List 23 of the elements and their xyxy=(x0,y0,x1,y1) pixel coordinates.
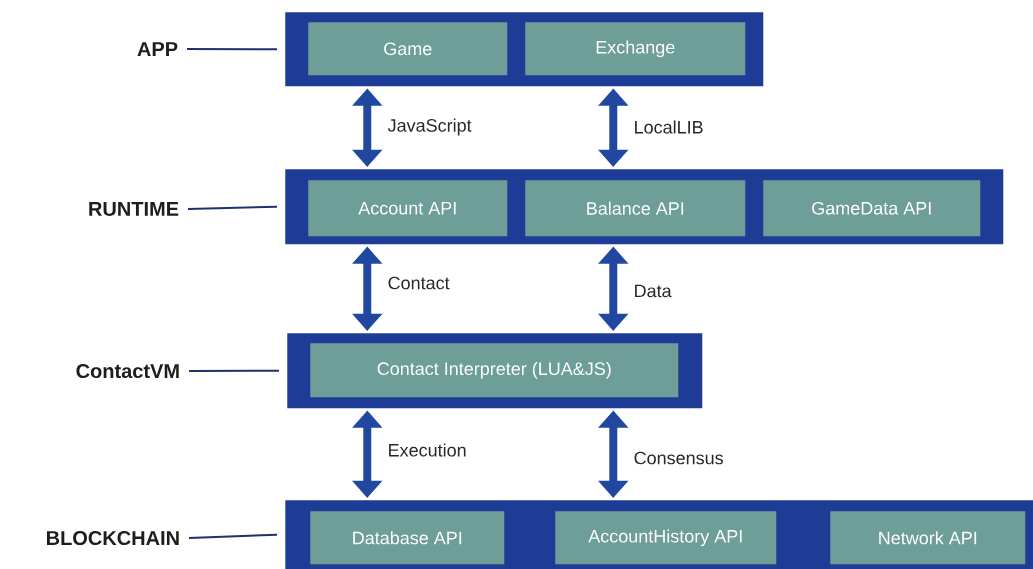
edge-label: Data xyxy=(632,283,673,299)
api-box: Game xyxy=(308,22,508,76)
api-box: AccountHistory API xyxy=(555,511,777,565)
api-box: GameData API xyxy=(763,180,981,237)
edge-label: Execution xyxy=(386,442,468,458)
leader-line xyxy=(188,533,278,539)
edge-label: LocalLIB xyxy=(632,119,705,135)
api-box: Contact Interpreter (LUA&JS) xyxy=(310,343,679,398)
leader-line xyxy=(186,48,278,51)
leader-line xyxy=(188,369,280,372)
api-box: Account API xyxy=(308,180,508,237)
edge-label: Consensus xyxy=(632,450,725,466)
layer-label: RUNTIME xyxy=(89,202,179,216)
api-box: Balance API xyxy=(525,180,746,237)
edge-label: JavaScript xyxy=(386,117,473,137)
layer-label: ContactVM xyxy=(76,363,179,379)
layer-label: BLOCKCHAIN xyxy=(46,530,179,546)
api-box: Database API xyxy=(310,511,505,565)
layer-label: APP xyxy=(137,42,178,56)
api-box: Exchange xyxy=(525,22,746,76)
edge-label: Contact xyxy=(386,275,451,291)
api-box: Network API xyxy=(830,511,1026,565)
leader-line xyxy=(187,205,278,210)
